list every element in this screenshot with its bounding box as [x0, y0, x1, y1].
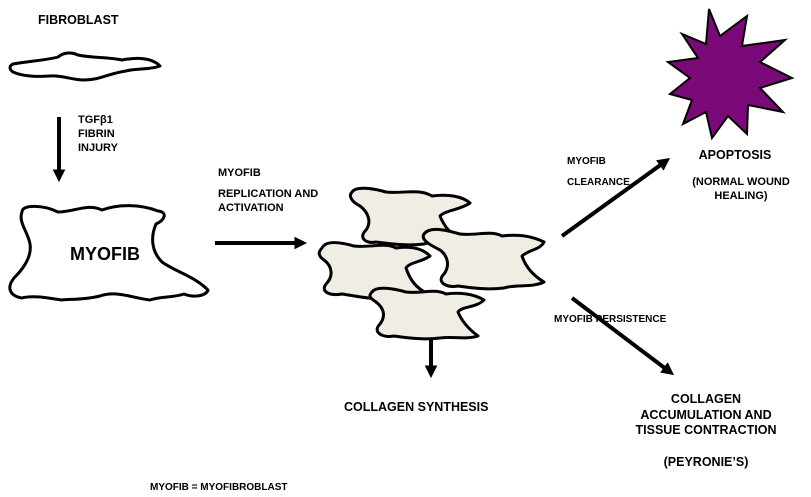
replication-line-1: MYOFIB	[218, 167, 318, 181]
clearance-line-1: MYOFIB	[567, 156, 630, 169]
persistence-arrow	[572, 298, 670, 372]
normal-healing-label: (NORMAL WOUND HEALING)	[678, 176, 804, 204]
peyronies-label: (PEYRONIE’S)	[646, 455, 766, 471]
factor-tgfb1: TGFβ1	[78, 114, 118, 128]
normal-healing-line-2: HEALING)	[678, 190, 804, 204]
replication-line-3: ACTIVATION	[218, 202, 318, 216]
activation-factors: TGFβ1 FIBRIN INJURY	[78, 114, 118, 155]
myofib-cell-label: MYOFIB	[70, 243, 140, 266]
replication-label: MYOFIB REPLICATION AND ACTIVATION	[218, 167, 318, 215]
accumulation-line-1: COLLAGEN	[606, 392, 806, 408]
cluster-cell-right	[423, 229, 544, 288]
clearance-line-2: CLEARANCE	[567, 177, 630, 190]
fibroblast-label: FIBROBLAST	[38, 13, 119, 29]
persistence-label: MYOFIB PERSISTENCE	[554, 314, 666, 327]
collagen-synthesis-label: COLLAGEN SYNTHESIS	[344, 400, 488, 416]
apoptosis-label: APOPTOSIS	[680, 148, 790, 164]
legend: MYOFIB = MYOFIBROBLAST	[150, 482, 288, 495]
cluster-cell-bottom	[370, 288, 484, 339]
replication-line-2: REPLICATION AND	[218, 188, 318, 202]
collagen-accumulation-label: COLLAGEN ACCUMULATION AND TISSUE CONTRAC…	[606, 392, 806, 439]
clearance-label: MYOFIB CLEARANCE	[567, 156, 630, 189]
myofib-cluster	[319, 188, 544, 339]
factor-fibrin: FIBRIN	[78, 128, 118, 142]
factor-injury: INJURY	[78, 142, 118, 156]
accumulation-line-2: ACCUMULATION AND	[606, 408, 806, 424]
apoptosis-starburst	[668, 9, 792, 138]
normal-healing-line-1: (NORMAL WOUND	[678, 176, 804, 190]
fibroblast-cell	[10, 53, 160, 80]
accumulation-line-3: TISSUE CONTRACTION	[606, 423, 806, 439]
